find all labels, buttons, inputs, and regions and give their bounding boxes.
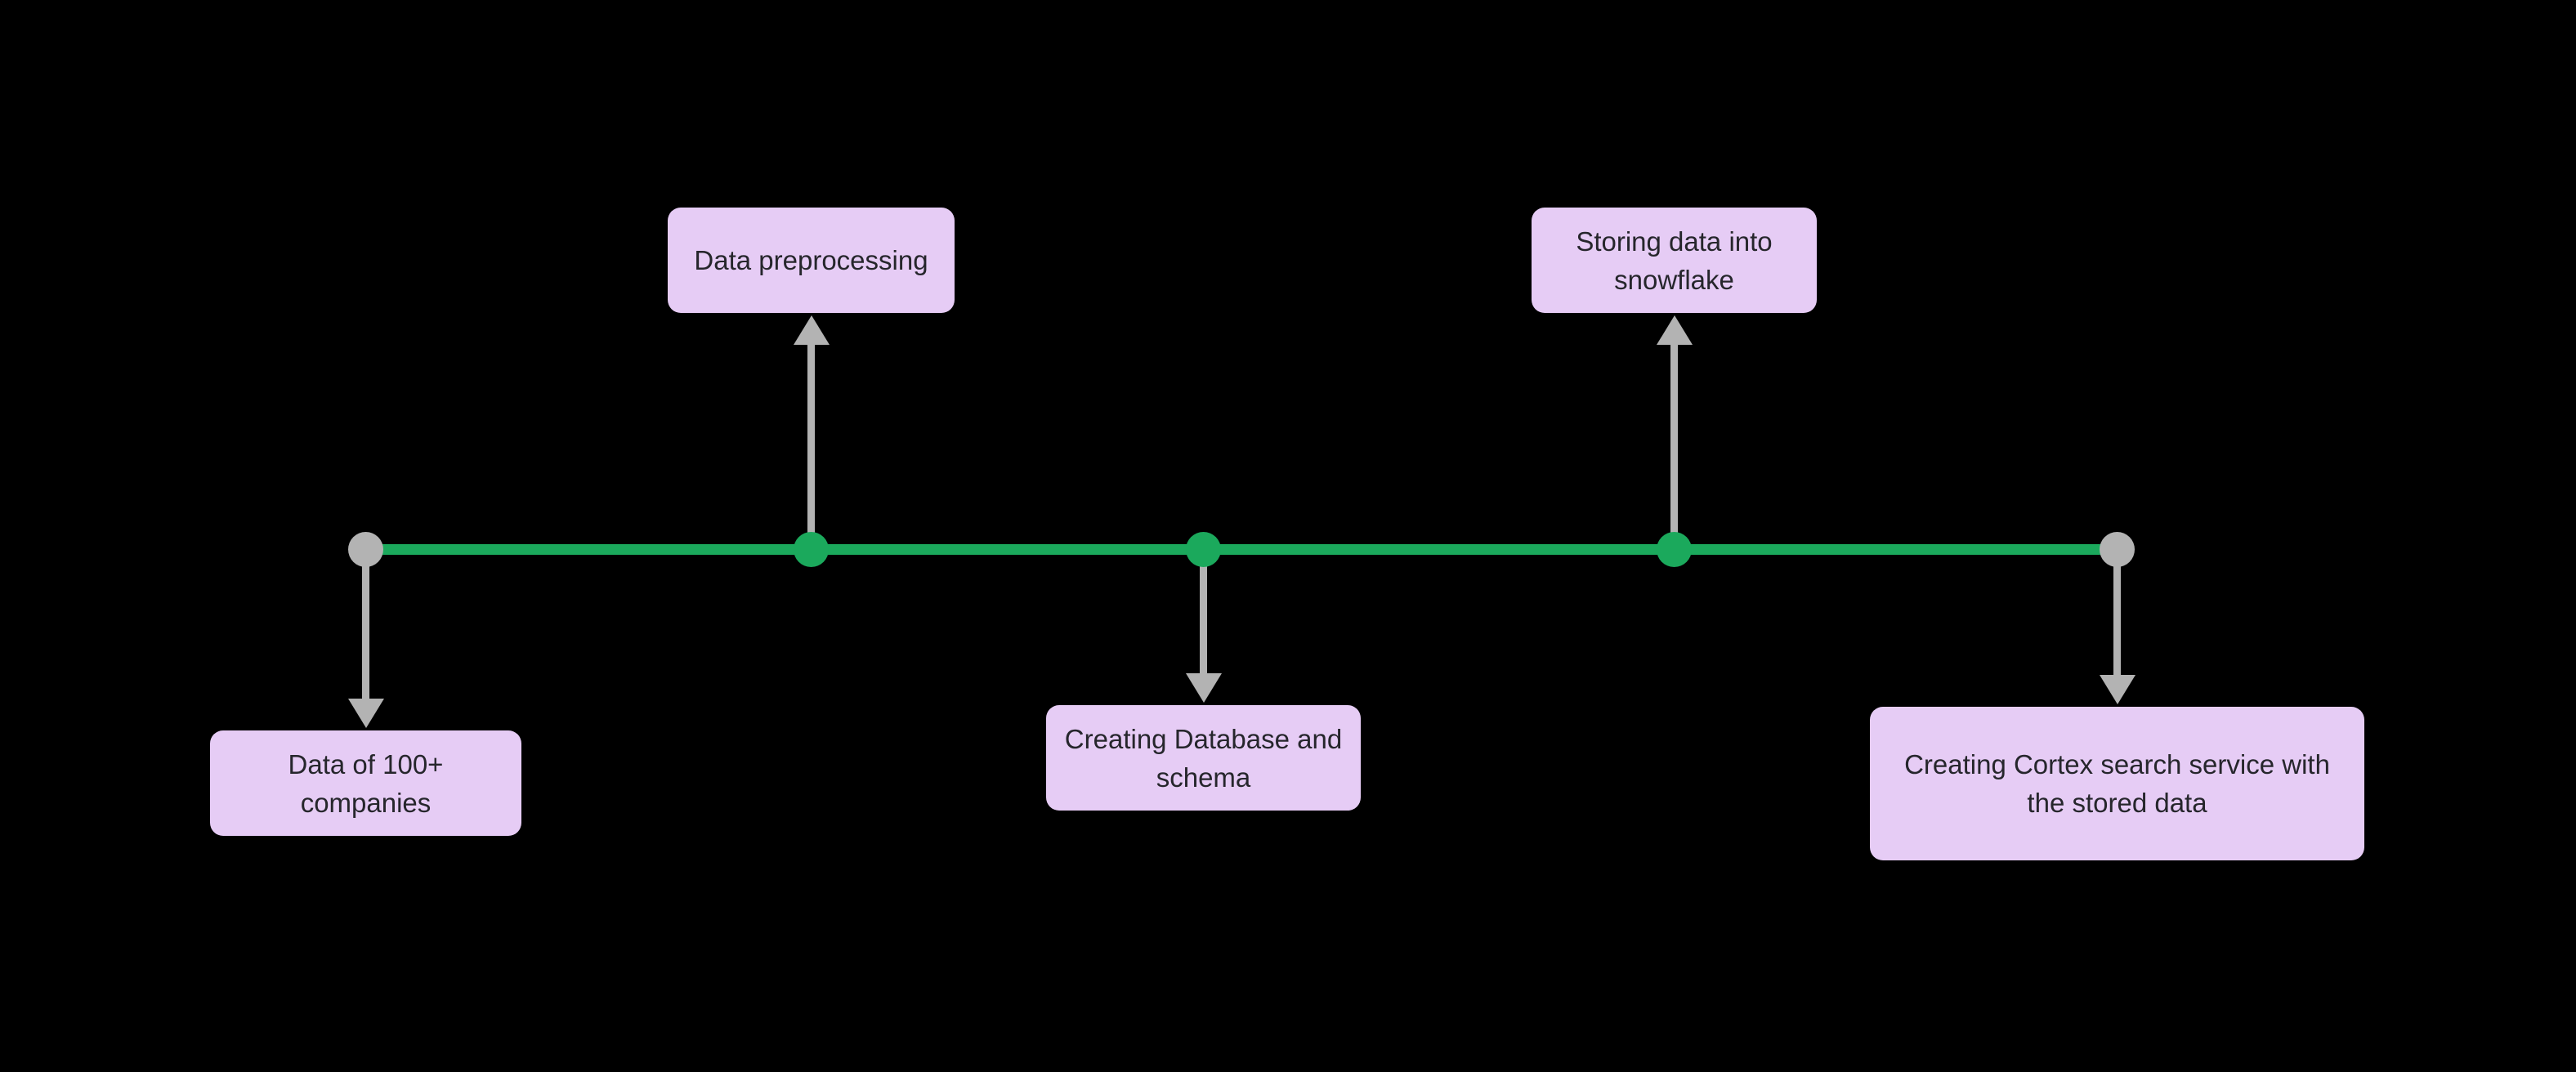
timeline-dot-green — [794, 531, 829, 567]
milestone-label: the stored data — [2027, 788, 2207, 818]
milestone-label: Data preprocessing — [694, 245, 928, 275]
timeline-dot-green — [1186, 531, 1221, 567]
milestone-label: schema — [1156, 762, 1251, 793]
milestone-label: Creating Database and — [1064, 723, 1343, 754]
milestone-label: Creating Cortex search service with — [1904, 749, 2330, 779]
milestone-label: Storing data into — [1576, 226, 1773, 257]
milestone-node: Data of 100+ companies — [210, 730, 521, 836]
timeline-axis — [365, 543, 2118, 555]
milestone-node: Storing data into snowflake — [1532, 208, 1817, 313]
connector-line — [362, 549, 369, 700]
milestone-node: Data preprocessing — [668, 208, 955, 313]
milestone-label: Data of 100+ — [288, 748, 444, 779]
arrow-down-icon — [1185, 673, 1222, 703]
timeline-dot-gray — [348, 531, 383, 567]
milestone-label: snowflake — [1614, 264, 1734, 295]
timeline-dot-gray — [2100, 531, 2135, 567]
milestone-label: companies — [300, 787, 432, 818]
timeline-dot-green — [1657, 531, 1692, 567]
arrow-down-icon — [347, 699, 384, 728]
connector-line — [807, 343, 815, 549]
milestone-node: Creating Cortex search service with the s… — [1870, 707, 2364, 860]
arrow-up-icon — [793, 315, 830, 345]
connector-line — [1200, 549, 1207, 675]
arrow-down-icon — [2099, 675, 2135, 704]
arrow-up-icon — [1656, 315, 1693, 345]
milestone-node: Creating Database and schema — [1046, 705, 1361, 811]
connector-line — [1670, 343, 1678, 549]
connector-line — [2113, 549, 2121, 677]
